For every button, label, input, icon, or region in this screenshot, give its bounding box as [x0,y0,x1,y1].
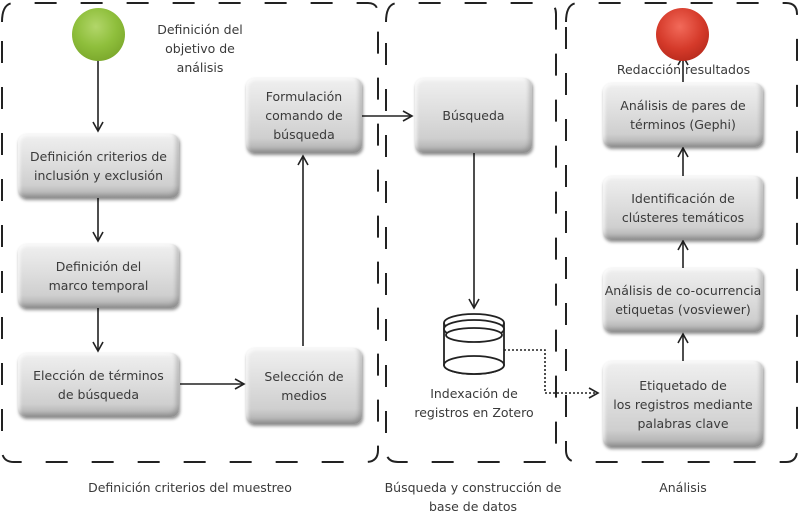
end-node-icon [656,8,709,61]
node-etiquetado[interactable]: Etiquetado de los registros mediante pal… [603,361,763,447]
start-node-icon [72,8,125,61]
node-pares[interactable]: Análisis de pares de términos (Gephi) [603,83,763,147]
node-busqueda[interactable]: Búsqueda [415,78,532,153]
node-zotero-label: Indexación de registros en Zotero [414,386,534,420]
node-marco[interactable]: Definición del marco temporal [18,244,179,308]
section-caption-analisis: Análisis [659,480,707,495]
node-clusteres[interactable]: Identificación de clústeres temáticos [603,176,763,240]
end-label: Redacción resultados [616,62,751,77]
section-caption-busqueda: Búsqueda y construcción de base de datos [384,480,562,514]
node-medios[interactable]: Selección de medios [246,348,362,424]
node-formulacion[interactable]: Formulación comando de búsqueda [246,78,362,153]
section-frame-busqueda [385,2,557,463]
section-frame-muestreo [1,2,379,463]
section-frame-analisis [565,2,798,463]
start-label: Definición del objetivo de análisis [157,22,243,75]
section-caption-muestreo: Definición criterios del muestreo [88,480,292,495]
node-terminos[interactable]: Elección de términos de búsqueda [18,353,179,417]
node-criterios[interactable]: Definición criterios de inclusión y excl… [18,134,179,198]
dotted-arrow-zotero-to-etiquetado [504,349,600,399]
node-coocurrencia[interactable]: Análisis de co-ocurrencia etiquetas (vos… [603,268,763,332]
database-icon [443,313,505,375]
